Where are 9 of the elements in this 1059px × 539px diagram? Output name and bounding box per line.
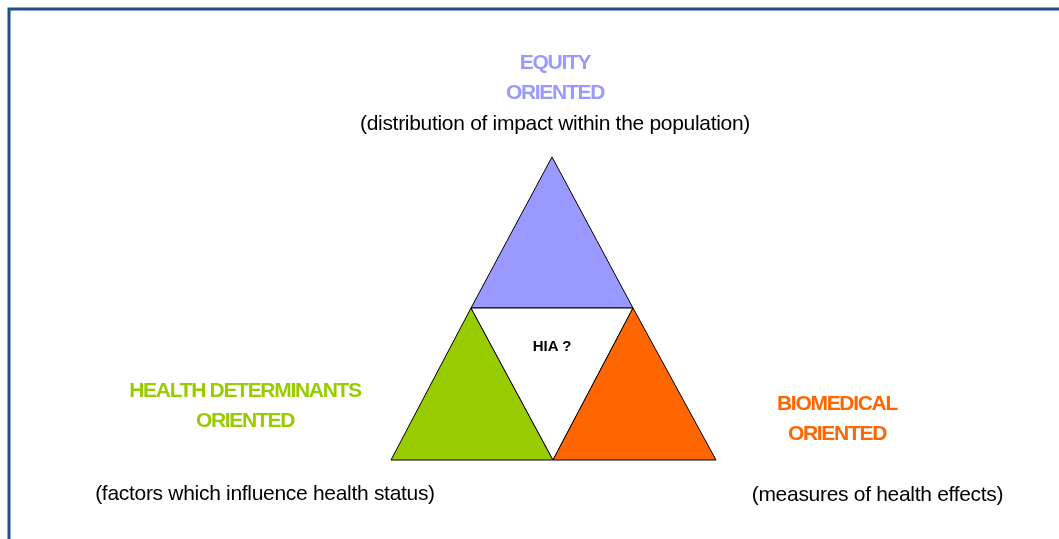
category-heading: BIOMEDICAL ORIENTED	[776, 390, 899, 446]
category-description: (factors which influence health status)	[94, 480, 436, 506]
equity-triangle	[471, 157, 633, 308]
category-heading: EQUITY ORIENTED	[504, 49, 606, 105]
category-description: (measures of health effects)	[750, 481, 1005, 507]
node-label: HIA ?	[531, 336, 573, 356]
category-description: (distribution of impact within the population)	[358, 110, 752, 136]
category-heading: HEALTH DETERMINANTS ORIENTED	[128, 377, 362, 433]
center-triangle	[471, 308, 633, 460]
